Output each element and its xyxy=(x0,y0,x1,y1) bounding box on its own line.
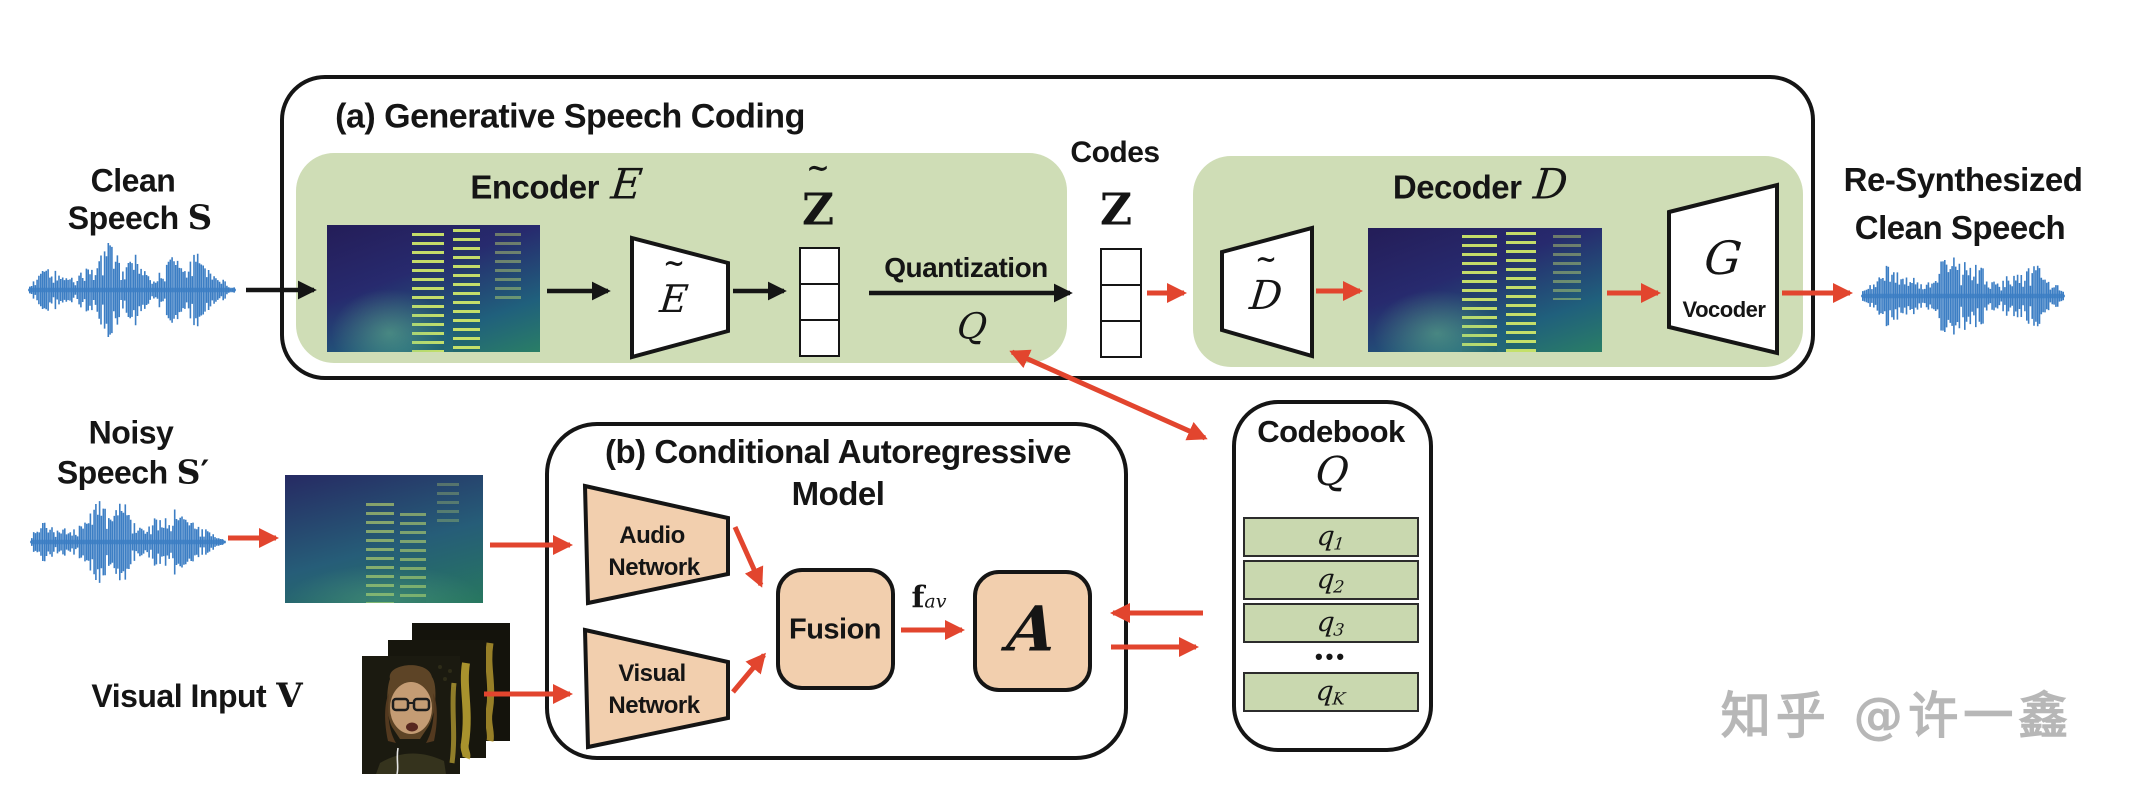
quantization-label: Quantization xyxy=(884,252,1048,283)
clean-speech-label-line1: Clean xyxy=(90,162,176,199)
codebook-entry-label: q2 xyxy=(1315,563,1346,597)
codebook-entry-qk: qK xyxy=(1243,672,1419,712)
codes-symbol: Z xyxy=(1099,184,1133,236)
decoder-heading: Decoder D xyxy=(1392,159,1570,209)
codes-label: Codes xyxy=(1070,136,1160,169)
visual-input-label: Visual Input V xyxy=(91,676,303,716)
encoder-block-symbol: ~ E xyxy=(657,249,691,321)
vocoder-symbol: G xyxy=(1701,231,1745,285)
clean-speech-label-line2: Speech S xyxy=(67,198,213,238)
visual-input-symbol: V xyxy=(276,676,303,716)
output-label-line1: Re-Synthesized xyxy=(1843,161,2083,198)
face-frame-front xyxy=(362,656,460,775)
latent-vector xyxy=(799,247,840,357)
clean-speech-waveform xyxy=(27,238,237,342)
fusion-block xyxy=(776,568,895,690)
codebook-ellipsis: ••• xyxy=(1314,644,1348,669)
visual-network-label-line2: Network xyxy=(608,692,700,719)
noisy-spectrogram xyxy=(285,475,483,603)
codes-vector xyxy=(1100,248,1142,358)
autoregressive-block xyxy=(973,570,1092,692)
codebook-symbol: Q xyxy=(1313,449,1351,495)
codebook-entry-q1: q1 xyxy=(1243,517,1419,557)
decoder-block-symbol: ~ D xyxy=(1247,245,1285,319)
noisy-speech-label-line1: Noisy xyxy=(88,414,174,451)
audio-network-label-line2: Network xyxy=(608,554,700,581)
clean-spectrogram xyxy=(327,225,540,352)
codebook-entry-q3: q3 xyxy=(1243,603,1419,643)
section-b-title-line1: (b) Conditional Autoregressive xyxy=(605,433,1071,470)
section-b-title-line2: Model xyxy=(791,475,885,512)
latent-symbol: ~ Z xyxy=(801,151,835,236)
autoregressive-symbol: A xyxy=(1004,592,1060,666)
quantizer-symbol: Q xyxy=(955,306,989,348)
output-label-line2: Clean Speech xyxy=(1854,209,2066,246)
codebook-entry-q2: q2 xyxy=(1243,560,1419,600)
codebook-entry-label: q1 xyxy=(1315,520,1346,554)
encoder-symbol: E xyxy=(608,159,645,209)
resynthesized-waveform xyxy=(1860,243,2066,349)
visual-network-label-line1: Visual xyxy=(618,660,686,687)
codebook-title: Codebook xyxy=(1257,414,1405,449)
noisy-speech-label-line2: Speech S′ xyxy=(56,452,210,492)
noisy-speech-waveform xyxy=(29,492,227,592)
audio-network-label-line1: Audio xyxy=(619,522,685,549)
decoded-spectrogram xyxy=(1368,228,1602,352)
visual-input-frames xyxy=(362,623,510,775)
section-a-title: (a) Generative Speech Coding xyxy=(335,97,805,136)
vocoder-label: Vocoder xyxy=(1682,297,1766,322)
decoder-symbol: D xyxy=(1530,159,1570,209)
codebook-entry-label: qK xyxy=(1314,675,1347,709)
encoder-heading: Encoder E xyxy=(470,159,645,209)
watermark: 知乎 @许一鑫 xyxy=(1720,687,2074,745)
clean-speech-symbol: S xyxy=(187,198,213,238)
noisy-speech-symbol: S′ xyxy=(176,452,210,492)
fusion-label: Fusion xyxy=(788,613,882,646)
codebook-entry-label: q3 xyxy=(1315,606,1346,640)
